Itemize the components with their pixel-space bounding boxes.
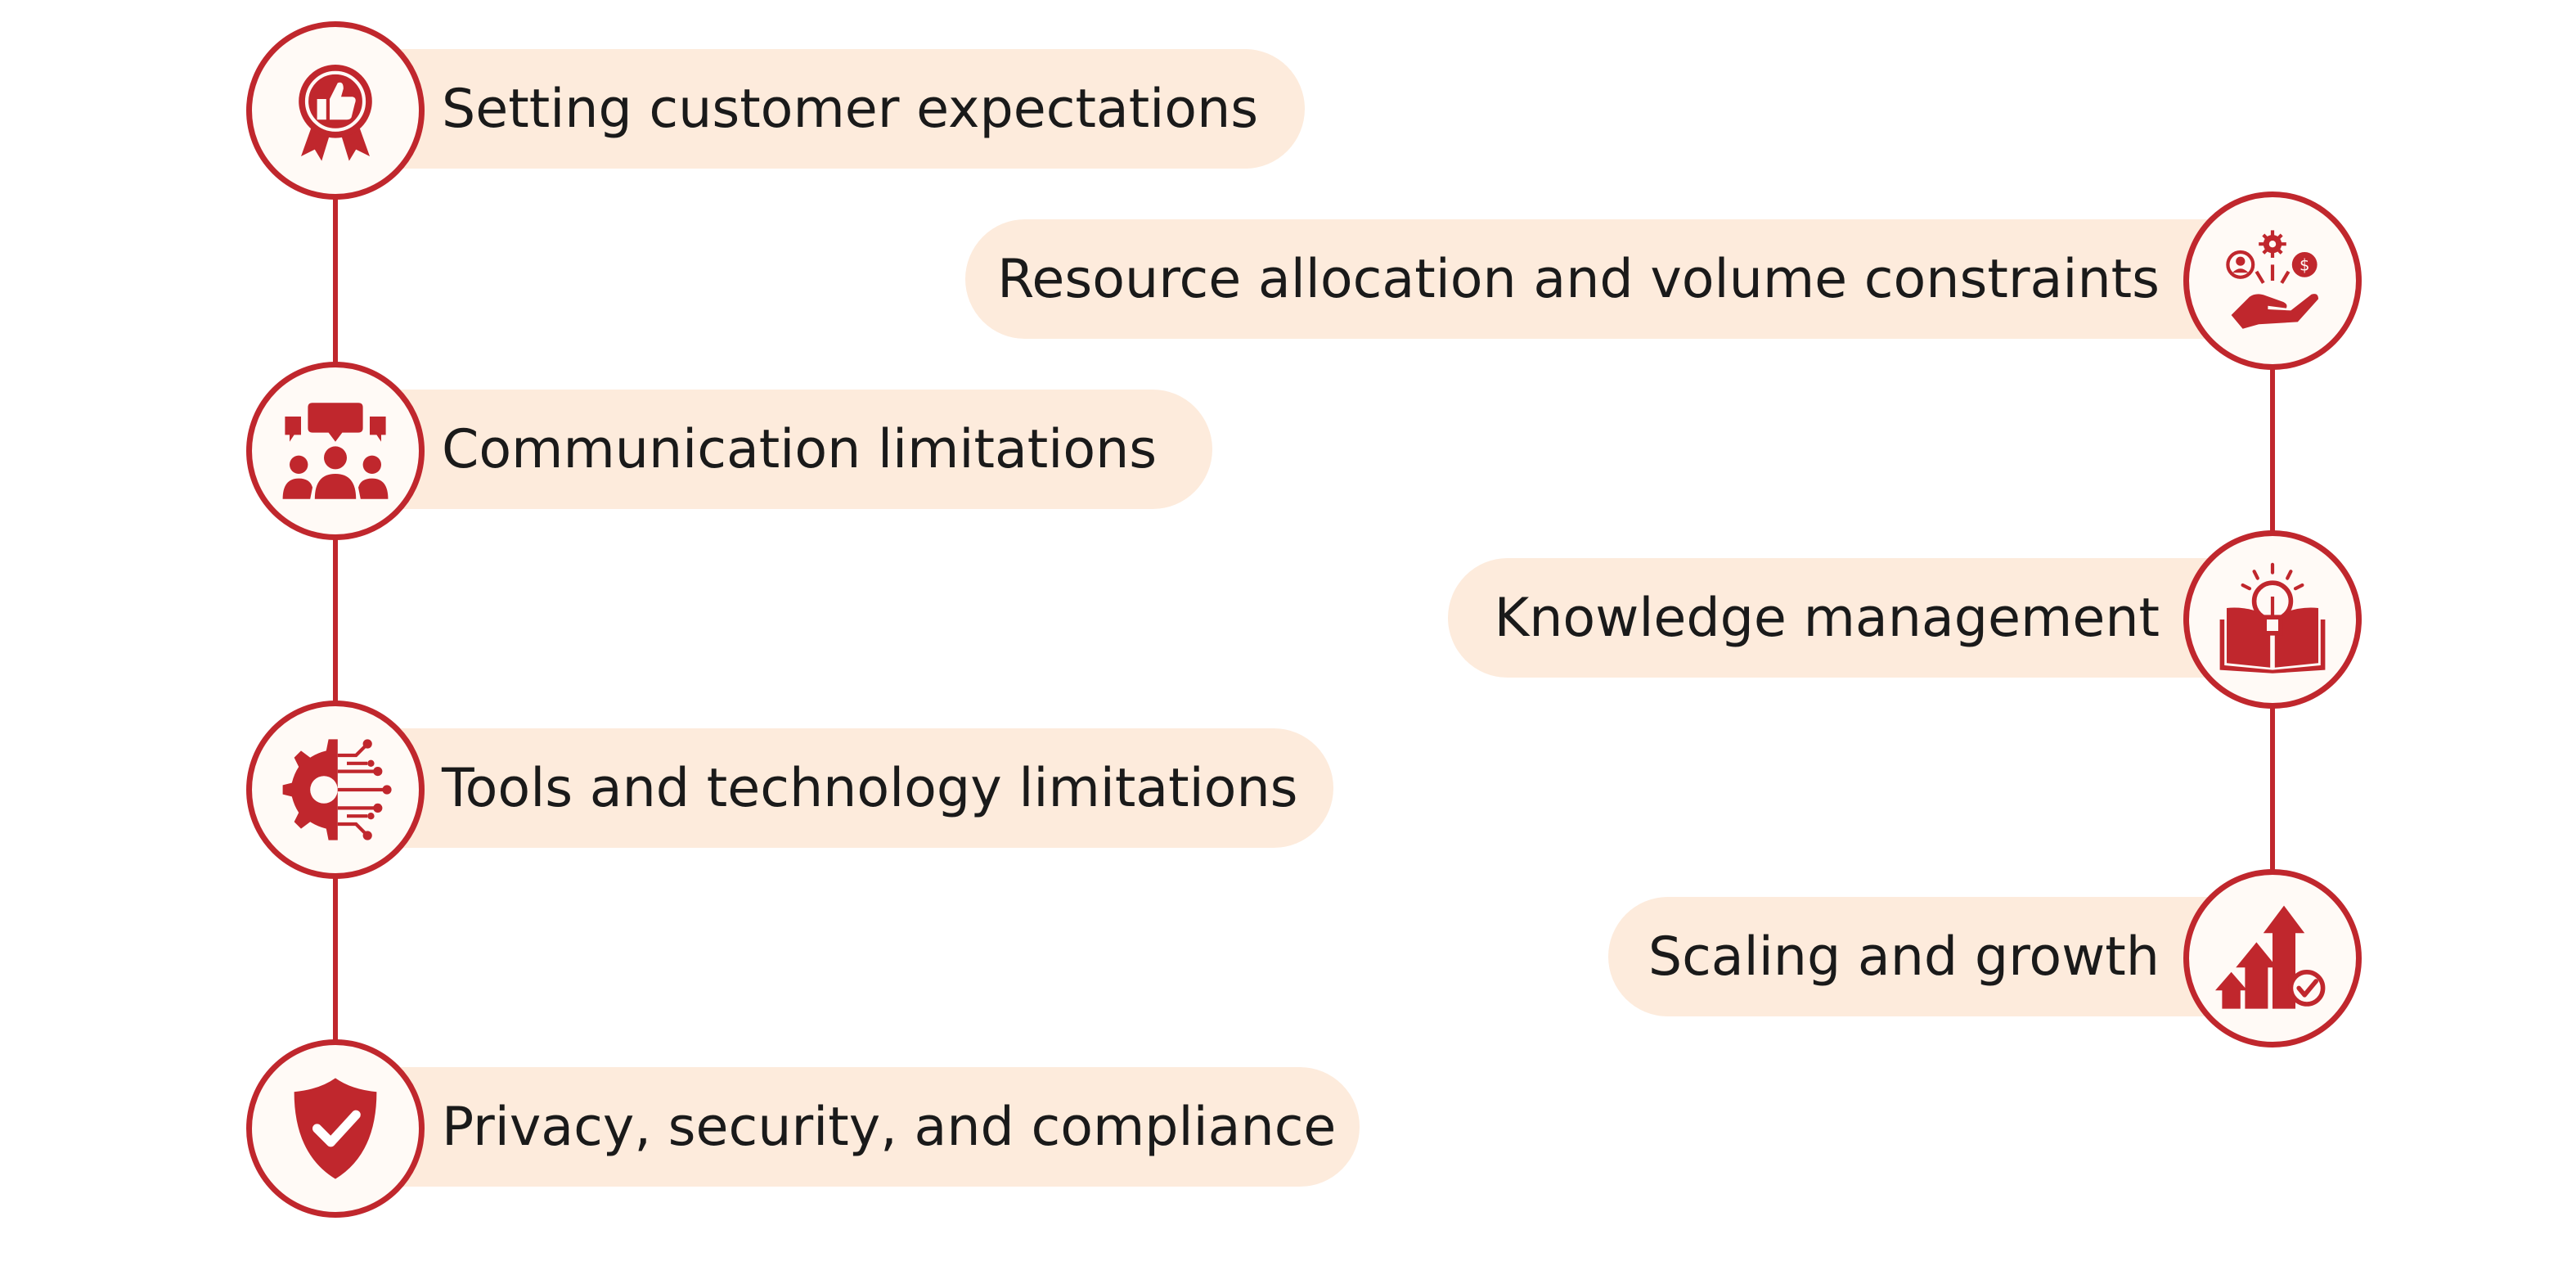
right-connector-2 xyxy=(2270,702,2275,874)
item-label: Scaling and growth xyxy=(1648,926,2160,988)
right-connector-1 xyxy=(2270,364,2275,536)
pill-setting-customer-expectations: Setting customer expectations xyxy=(335,49,1305,169)
left-connector-2 xyxy=(333,534,338,705)
badge-knowledge-management xyxy=(2183,530,2362,709)
growth-arrows-icon xyxy=(2215,905,2326,1009)
thumbs-up-award-icon xyxy=(299,65,372,161)
team-communication-icon xyxy=(282,403,389,499)
pill-resource-allocation: Resource allocation and volume constrain… xyxy=(965,219,2274,339)
pill-communication-limitations: Communication limitations xyxy=(335,390,1212,509)
gear-circuit-icon xyxy=(282,739,392,840)
badge-setting-customer-expectations xyxy=(246,21,425,200)
svg-text:$: $ xyxy=(2300,255,2309,274)
badge-privacy-security xyxy=(246,1039,425,1218)
lightbulb-book-icon xyxy=(2219,562,2326,674)
left-connector-1 xyxy=(333,195,338,367)
item-label: Resource allocation and volume constrain… xyxy=(997,248,2160,310)
badge-scaling-growth xyxy=(2183,869,2362,1047)
shield-check-icon xyxy=(294,1078,377,1179)
pill-privacy-security: Privacy, security, and compliance xyxy=(335,1067,1360,1187)
item-label: Knowledge management xyxy=(1494,587,2160,649)
pill-knowledge-management: Knowledge management xyxy=(1448,558,2274,678)
pill-tools-technology: Tools and technology limitations xyxy=(335,728,1333,848)
pill-scaling-growth: Scaling and growth xyxy=(1608,897,2274,1016)
item-label: Tools and technology limitations xyxy=(442,757,1298,819)
resource-allocation-hand-icon: $ xyxy=(2226,230,2318,329)
badge-resource-allocation: $ xyxy=(2183,191,2362,370)
item-label: Privacy, security, and compliance xyxy=(442,1096,1337,1158)
badge-tools-technology xyxy=(246,701,425,879)
left-connector-3 xyxy=(333,874,338,1046)
item-label: Communication limitations xyxy=(442,418,1158,480)
badge-communication-limitations xyxy=(246,362,425,540)
item-label: Setting customer expectations xyxy=(442,78,1259,140)
